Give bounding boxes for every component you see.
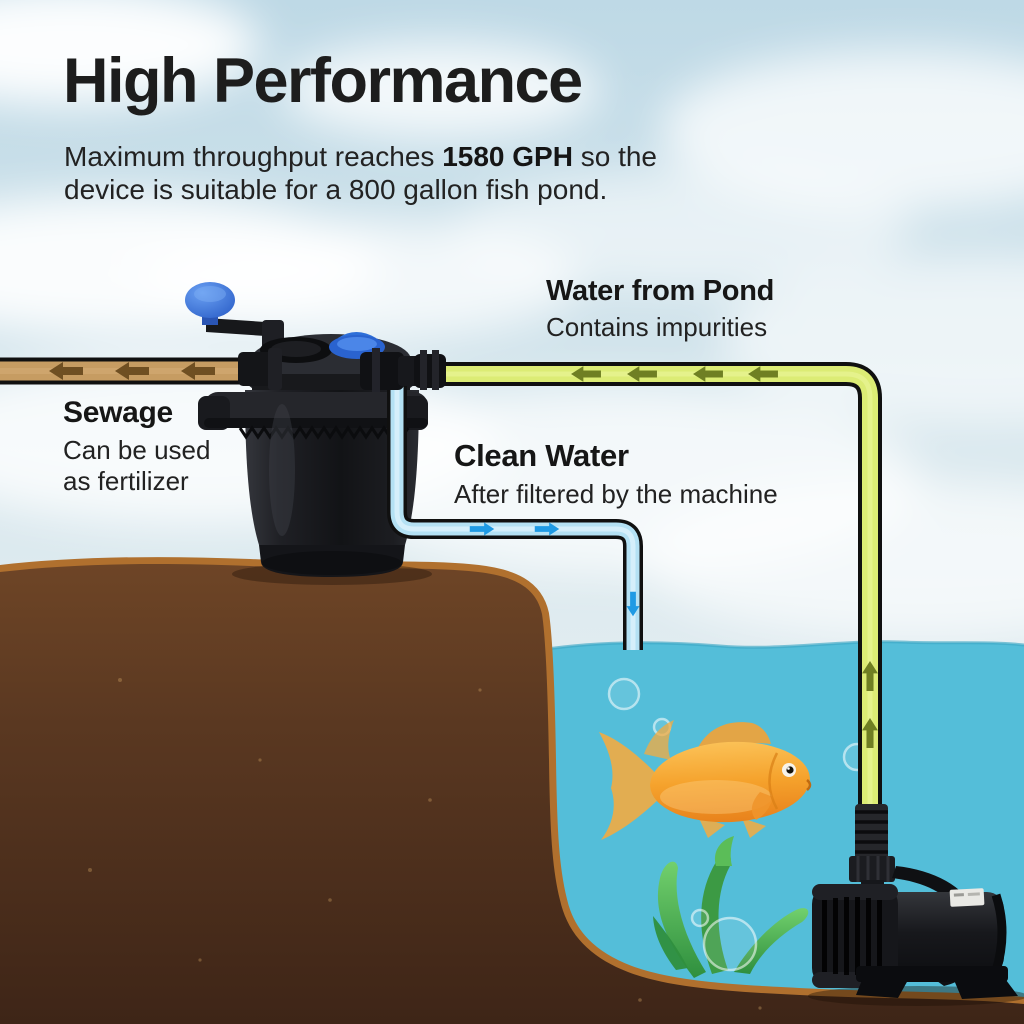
pump-feet — [856, 966, 1018, 999]
pump-label — [949, 888, 985, 907]
outlet-fitting — [238, 348, 282, 390]
fish-tail-upper — [644, 720, 674, 760]
water-pump — [808, 804, 1024, 1006]
pond-water-description: Contains impurities — [546, 312, 768, 343]
bubble-icon — [607, 677, 641, 711]
pond-water-pipe — [440, 362, 882, 812]
bubbles — [607, 677, 872, 972]
pump-motor — [880, 888, 1007, 974]
page-title: High Performance — [63, 46, 583, 116]
crank-knob — [185, 282, 235, 318]
page-subtitle: Maximum throughput reaches 1580 GPH so t… — [64, 141, 657, 207]
subtitle-line-2: device is suitable for a 800 gallon fish… — [64, 173, 608, 205]
pump-strainer — [812, 884, 898, 988]
body-highlight — [269, 404, 295, 536]
subtitle-line-1: Maximum throughput reaches 1580 GPH so t… — [64, 141, 657, 172]
fish-tail — [599, 732, 666, 840]
annotation-clean-water: Clean Water After filtered by the machin… — [454, 438, 778, 511]
clean-water-heading: Clean Water — [454, 438, 629, 473]
fish-gill — [768, 752, 779, 810]
pump-collar — [849, 856, 895, 882]
clamp-band — [198, 392, 428, 440]
soil-bank — [0, 564, 1024, 1024]
inlet-fitting — [360, 348, 446, 392]
subtitle-highlight: 1580 GPH — [442, 141, 573, 172]
annotation-pond-water: Water from Pond Contains impurities — [546, 276, 774, 344]
annotation-sewage: Sewage Can be used as fertilizer — [63, 397, 210, 498]
clean-water-description: After filtered by the machine — [454, 478, 778, 509]
clean-water-pipe — [387, 380, 643, 650]
goldfish — [599, 720, 812, 840]
pond-water-heading: Water from Pond — [546, 275, 775, 307]
filter-base — [259, 545, 405, 577]
fish-pectoral-fin — [751, 792, 773, 820]
fish-pelvic-fin — [698, 816, 725, 838]
fish-mouth — [806, 779, 812, 791]
fish-anal-fin — [742, 818, 766, 838]
bubble-icon — [690, 908, 710, 928]
soil-speckles — [88, 678, 762, 1010]
sewage-description: Can be used as fertilizer — [63, 434, 211, 497]
fish-belly — [660, 780, 772, 814]
sewage-heading: Sewage — [63, 396, 173, 429]
bubble-icon — [702, 916, 758, 972]
